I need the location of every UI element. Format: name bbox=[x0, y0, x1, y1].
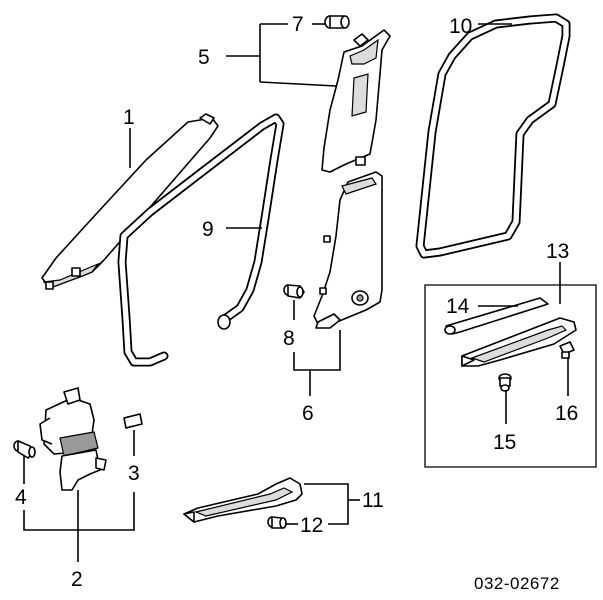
part-13-rear-sill-garnish bbox=[461, 317, 577, 367]
part-3-label-tag bbox=[123, 413, 143, 429]
part-2-bracket-assembly bbox=[39, 387, 107, 491]
part-10-rear-door-opening-seal bbox=[415, 13, 571, 259]
callout-15: 15 bbox=[493, 431, 516, 454]
part-5-center-pillar-upper-trim bbox=[321, 29, 391, 173]
callout-1: 1 bbox=[123, 106, 135, 129]
callout-8: 8 bbox=[283, 327, 295, 350]
callout-10: 10 bbox=[449, 15, 472, 38]
part-12-clip bbox=[267, 516, 287, 529]
part-9-door-opening-seal bbox=[117, 113, 285, 367]
part-1-front-pillar-trim bbox=[41, 113, 219, 290]
callout-9: 9 bbox=[202, 218, 214, 241]
part-14-sill-strip bbox=[444, 297, 549, 335]
callout-2: 2 bbox=[71, 568, 83, 591]
part-4-clip bbox=[13, 440, 36, 459]
part-13-group-box bbox=[424, 284, 597, 468]
part-7-clip bbox=[324, 15, 350, 29]
callout-14: 14 bbox=[446, 295, 470, 318]
part-8-clip bbox=[283, 284, 305, 299]
part-11-step-garnish bbox=[183, 477, 303, 523]
part-16-clip bbox=[559, 341, 575, 359]
callout-4: 4 bbox=[15, 486, 27, 509]
callout-11: 11 bbox=[362, 489, 384, 512]
callout-3: 3 bbox=[128, 462, 140, 485]
callout-labels: 1 5 7 9 10 8 6 13 14 16 15 4 3 2 11 12 0… bbox=[15, 13, 578, 593]
part-15-clip bbox=[498, 373, 512, 392]
callout-6: 6 bbox=[302, 402, 314, 425]
callout-5: 5 bbox=[198, 46, 210, 69]
callout-7: 7 bbox=[292, 13, 304, 36]
reference-code: 032-02672 bbox=[474, 574, 560, 593]
leader-lines bbox=[23, 23, 569, 562]
callout-16: 16 bbox=[555, 402, 578, 425]
part-6-center-pillar-lower-trim bbox=[313, 171, 383, 329]
callout-13: 13 bbox=[546, 240, 569, 263]
callout-12: 12 bbox=[300, 514, 323, 537]
